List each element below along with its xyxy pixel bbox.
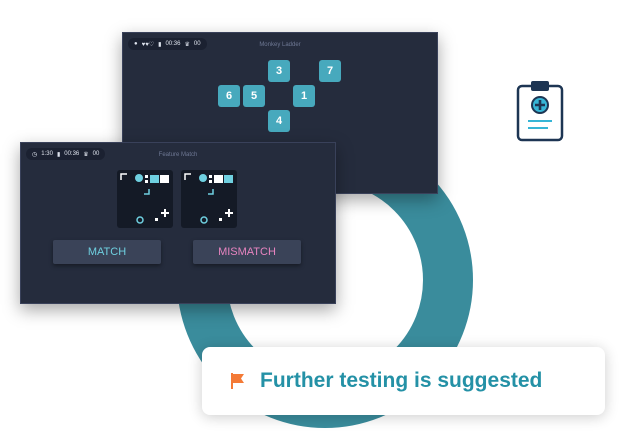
result-banner: Further testing is suggested [202, 347, 605, 415]
flag-icon [231, 373, 244, 389]
feature-card-right [181, 170, 237, 228]
ladder-tile[interactable]: 1 [293, 85, 315, 107]
trophy-icon: ♛ [184, 41, 190, 48]
timer-value: 00:36 [165, 41, 181, 47]
lives-indicator: ♥♥♡ [141, 41, 155, 48]
ladder-tile[interactable]: 6 [218, 85, 240, 107]
user-icon: ● [134, 41, 138, 47]
mismatch-button[interactable]: MISMATCH [193, 240, 301, 264]
ladder-tile[interactable]: 7 [319, 60, 341, 82]
banner-message: Further testing is suggested [260, 369, 543, 392]
score-value: 00 [92, 151, 100, 157]
screen-title: Monkey Ladder [259, 42, 301, 48]
monkey-ladder-hud: ● ♥♥♡ ▮ 00:36 ♛ 00 [128, 38, 207, 50]
trophy-icon: ♛ [83, 151, 89, 158]
shape-pattern-icon [184, 173, 233, 224]
signal-icon: ▮ [56, 151, 61, 158]
ladder-tile[interactable]: 3 [268, 60, 290, 82]
feature-match-hud: ◷ 1:30 ▮ 00:36 ♛ 00 [26, 148, 106, 160]
feature-match-screen: ◷ 1:30 ▮ 00:36 ♛ 00 Feature Match [20, 142, 336, 304]
feature-card-left [117, 170, 173, 228]
shape-pattern-icon [120, 173, 169, 224]
ladder-tile[interactable]: 4 [268, 110, 290, 132]
signal-icon: ▮ [158, 41, 162, 48]
ladder-tile[interactable]: 5 [243, 85, 265, 107]
score-value: 00 [193, 41, 201, 47]
screen-title: Feature Match [158, 152, 198, 158]
clock-value: 1:30 [41, 151, 53, 157]
timer-value: 00:36 [64, 151, 80, 157]
clock-icon: ◷ [32, 151, 38, 158]
medical-clipboard-icon [514, 78, 566, 142]
match-button[interactable]: MATCH [53, 240, 161, 264]
